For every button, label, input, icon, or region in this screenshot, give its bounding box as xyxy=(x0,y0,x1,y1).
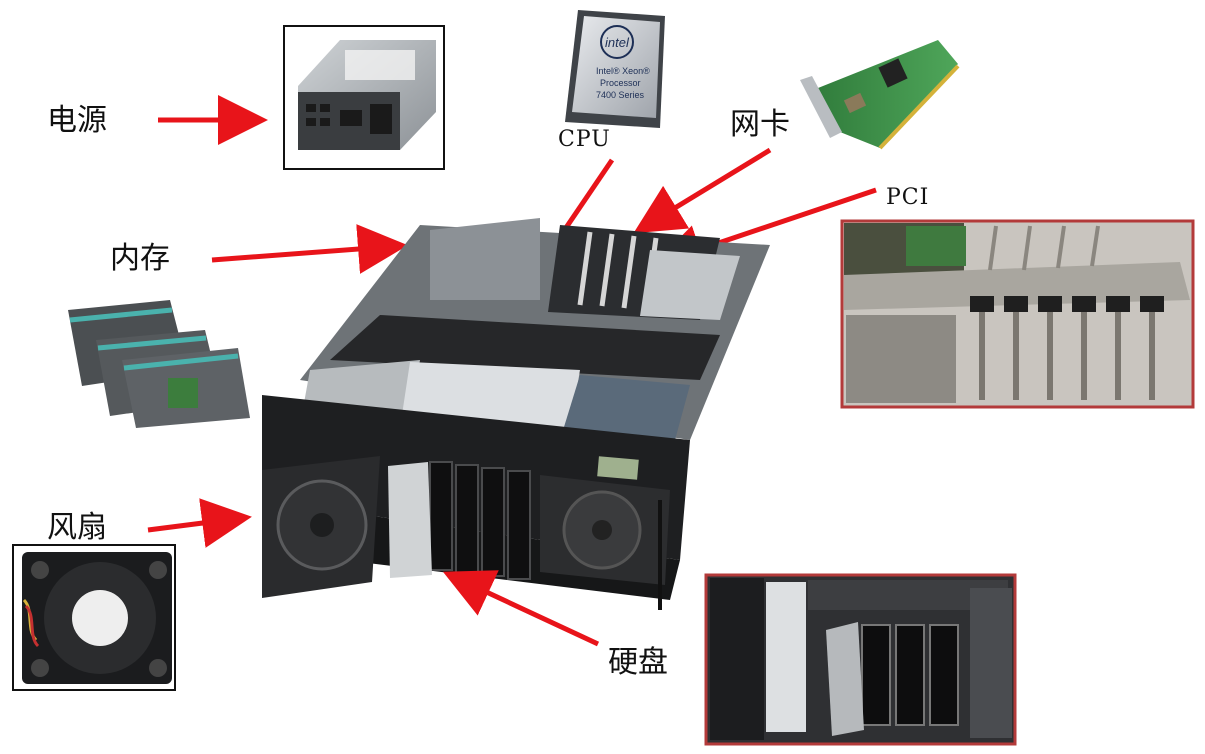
label-nic: 网卡 xyxy=(730,107,790,142)
label-hdd: 硬盘 xyxy=(608,645,668,680)
cpu-line3: 7400 Series xyxy=(596,90,645,100)
label-power: 电源 xyxy=(47,103,107,138)
hdd-bays-photo xyxy=(704,573,1017,746)
arrow-memory xyxy=(211,224,408,274)
network-card-image xyxy=(800,40,960,150)
cpu-line2: Processor xyxy=(600,78,641,88)
cpu-line1: Intel® Xeon® xyxy=(596,66,650,76)
arrow-nic xyxy=(633,147,772,234)
fan-image xyxy=(12,544,176,691)
label-pci: PCI xyxy=(886,185,929,210)
server-chassis-image xyxy=(262,218,770,610)
cpu-brand: intel xyxy=(605,35,630,50)
arrow-fan xyxy=(147,498,252,548)
power-supply-image xyxy=(283,25,445,170)
label-cpu: CPU xyxy=(558,127,611,152)
memory-risers-image xyxy=(68,300,250,428)
cpu-image: intel Intel® Xeon® Processor 7400 Series xyxy=(565,10,665,128)
label-fan: 风扇 xyxy=(47,510,107,545)
arrow-hdd xyxy=(442,570,600,647)
label-memory: 内存 xyxy=(110,241,170,276)
pci-slots-photo xyxy=(840,219,1195,409)
